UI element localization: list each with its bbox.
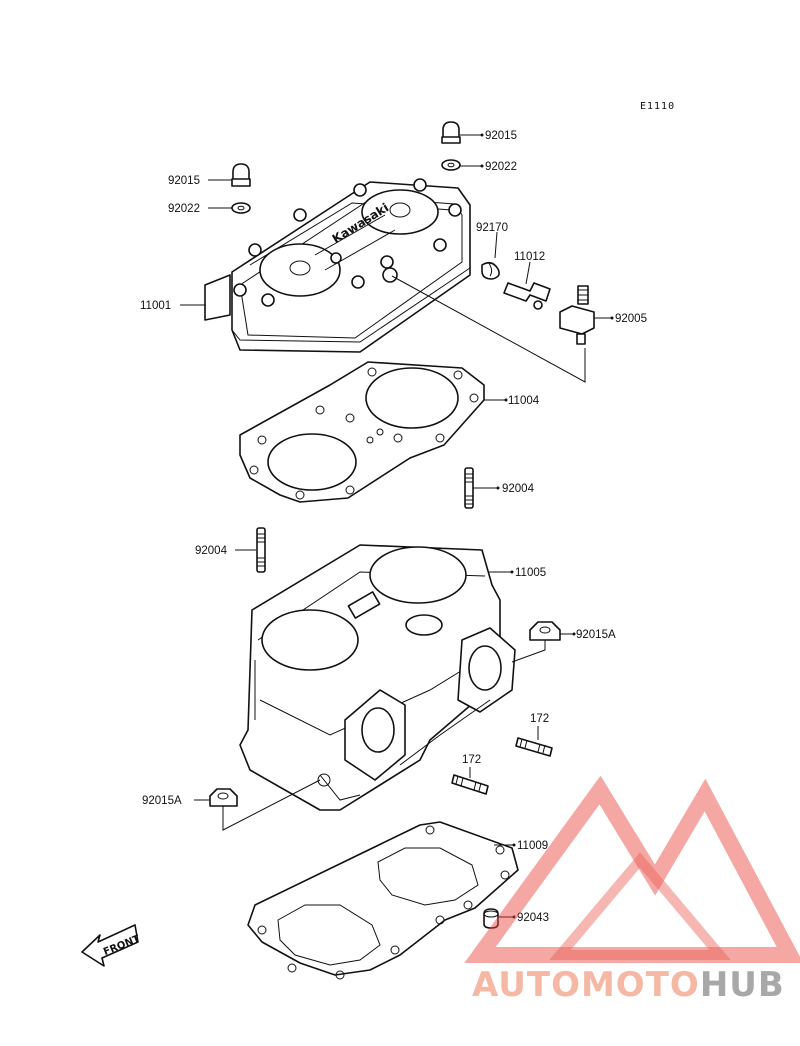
nut-92015-top — [441, 121, 484, 144]
fitting-11012 — [503, 261, 551, 310]
label-92004-right: 92004 — [502, 483, 535, 495]
stud-92004-right — [464, 467, 500, 509]
stud-92004-left — [235, 527, 266, 573]
stud-172-right — [515, 726, 553, 757]
base-gasket-11009 — [247, 821, 519, 980]
label-92004-left: 92004 — [195, 545, 228, 557]
label-11004: 11004 — [508, 395, 540, 407]
assembly-line-92005 — [391, 275, 586, 383]
label-92022-left: 92022 — [168, 203, 200, 215]
watermark-text-part2: HUB — [700, 965, 785, 1005]
clamp-92170 — [481, 231, 500, 280]
cylinder-head-cover: Kawasaki — [180, 178, 471, 353]
label-11001: 11001 — [140, 300, 171, 312]
watermark-text-part1: AUTOMOTO — [472, 965, 700, 1005]
label-11009: 11009 — [517, 840, 548, 852]
nut-92015A-left — [194, 779, 321, 831]
label-172-left: 172 — [462, 754, 481, 766]
label-92170: 92170 — [476, 222, 508, 234]
nut-92015A-right — [511, 621, 576, 663]
front-arrow-icon: FRONT — [81, 924, 142, 967]
label-11012: 11012 — [514, 251, 545, 263]
dowel-92043 — [483, 908, 516, 929]
label-92015-left: 92015 — [168, 175, 200, 187]
fitting-92005 — [559, 285, 614, 345]
stud-172-left — [451, 767, 489, 795]
cylinder-block-11005 — [239, 544, 516, 811]
watermark-logo — [464, 775, 800, 963]
nut-92015-left — [208, 163, 251, 187]
label-92015-top: 92015 — [485, 130, 517, 142]
washer-92022-left — [208, 202, 251, 214]
diagram-ref-code: E1110 — [640, 101, 675, 112]
label-11005: 11005 — [515, 567, 546, 579]
watermark-text: AUTOMOTOHUB — [472, 965, 785, 1005]
label-92043: 92043 — [517, 912, 549, 924]
label-92015A-right: 92015A — [576, 629, 616, 641]
label-92005: 92005 — [615, 313, 647, 325]
label-92015A-left: 92015A — [142, 795, 182, 807]
label-92022-top: 92022 — [485, 161, 517, 173]
head-gasket-11004 — [239, 361, 508, 503]
label-172-right: 172 — [530, 713, 549, 725]
washer-92022-top — [441, 159, 484, 171]
